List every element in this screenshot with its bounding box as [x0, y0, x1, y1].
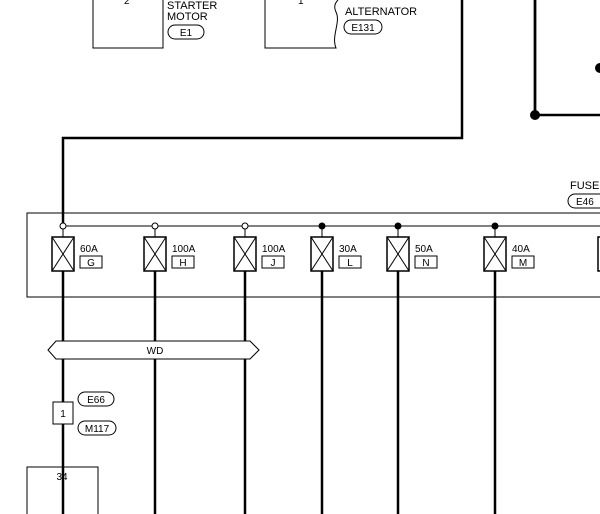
fuse-amperage: 40A	[512, 244, 530, 255]
starter-connector-label: E1	[180, 28, 193, 39]
fuse-junction-dot	[318, 222, 326, 230]
fuse-letter: J	[271, 258, 276, 269]
fuse-amperage: 100A	[262, 244, 286, 255]
harness-label: WD	[147, 346, 164, 357]
connector-joint-box	[52, 401, 74, 425]
fuse-letter: N	[422, 258, 429, 269]
alternator-box	[264, 0, 339, 49]
fuse-amperage: 100A	[172, 244, 196, 255]
fuse-h: 100A H	[143, 222, 196, 514]
connector-joint-pin: 1	[60, 409, 66, 420]
fuse-letter-box	[414, 255, 438, 269]
fuse-block-connector-oval	[567, 193, 600, 209]
fuse-cross-b	[143, 236, 167, 272]
fuse-cross-b	[310, 236, 334, 272]
fuse-junction-open	[59, 222, 67, 230]
starter-motor: 2 STARTER MOTOR E1	[92, 0, 217, 49]
fuse-l: 30A L	[310, 222, 362, 514]
fuse-block-name: FUSE	[570, 180, 599, 192]
right-wire-junction	[530, 110, 540, 120]
fuse-letter-box	[511, 255, 535, 269]
alternator-name: ALTERNATOR	[345, 6, 417, 18]
fuse-letter-box	[171, 255, 195, 269]
starter-motor-box	[92, 0, 164, 49]
fuse-junction-dot	[394, 222, 402, 230]
fuse-amperage: 50A	[415, 244, 433, 255]
starter-name-line1: STARTER	[167, 0, 217, 12]
fuse-junction-open	[151, 222, 159, 230]
alternator: 1 ALTERNATOR E131	[264, 0, 417, 49]
lower-module-pin: 34	[56, 472, 68, 483]
connector-joint-bottom-oval	[77, 420, 117, 436]
fuse-letter: L	[347, 258, 353, 269]
alternator-pin-label: 1	[298, 0, 304, 7]
fuse-junction-dot	[491, 222, 499, 230]
fuse-g: 60A G	[51, 222, 103, 514]
connector-joint-bottom-label: M117	[85, 424, 110, 435]
harness-wd	[47, 340, 260, 360]
connector-joint-top-oval	[77, 391, 115, 407]
fuse-block-connector-label: E46	[576, 197, 594, 208]
fuse-cross-b	[386, 236, 410, 272]
partial-fuse	[597, 236, 600, 272]
starter-pin-label: 2	[124, 0, 130, 7]
fuse-n: 50A N	[386, 222, 438, 514]
fuse-amperage: 60A	[80, 244, 98, 255]
fuse-letter-box	[261, 255, 285, 269]
fuse-list: 60A G 100A H 100A J 30A L 50A N 40A M	[51, 222, 535, 514]
alternator-connector-oval	[343, 19, 383, 35]
fuse-cross-b	[51, 236, 75, 272]
main-power-wire	[61, 0, 464, 224]
fuse-letter-box	[338, 255, 362, 269]
right-wire	[533, 0, 600, 117]
starter-name-line2: MOTOR	[167, 11, 208, 23]
fuse-m: 40A M	[483, 222, 535, 514]
right-edge-junction	[595, 63, 600, 73]
fuse-amperage: 30A	[339, 244, 357, 255]
fuse-j: 100A J	[233, 222, 286, 514]
alternator-connector-label: E131	[351, 23, 375, 34]
fuse-junction-open	[241, 222, 249, 230]
fuse-cross-b	[233, 236, 257, 272]
fuse-letter: H	[179, 258, 186, 269]
lower-module-box	[26, 466, 99, 514]
starter-connector-oval	[167, 24, 205, 40]
fuse-cross-b	[483, 236, 507, 272]
connector-joint-top-label: E66	[87, 395, 105, 406]
fuse-letter-box	[79, 255, 103, 269]
fuse-letter: M	[519, 258, 527, 269]
fuse-letter: G	[87, 258, 95, 269]
